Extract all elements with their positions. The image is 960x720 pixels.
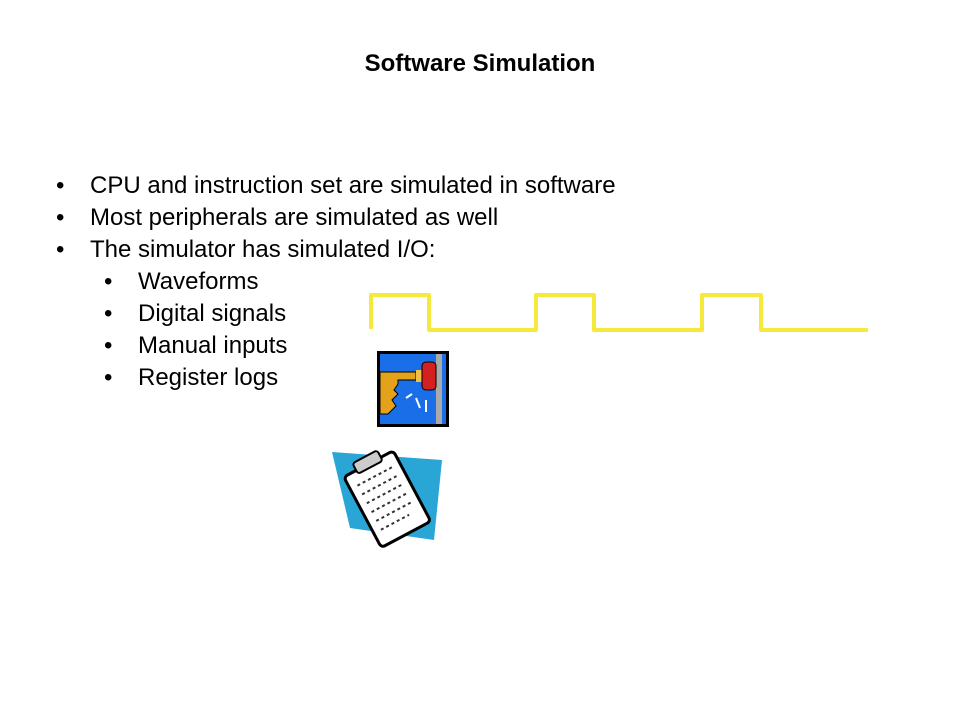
bullet-dot: • xyxy=(104,332,113,359)
bullet-text: Most peripherals are simulated as well xyxy=(90,204,499,231)
bullet-dot: • xyxy=(104,268,113,295)
manual-input-button-icon xyxy=(377,351,449,427)
bullet-dot: • xyxy=(56,172,65,199)
bullet-text: The simulator has simulated I/O: xyxy=(90,236,436,263)
bullet-text: Digital signals xyxy=(138,300,287,327)
bullet-dot: • xyxy=(56,236,65,263)
bullet-text: Waveforms xyxy=(138,268,259,295)
bullet-text: CPU and instruction set are simulated in… xyxy=(90,172,616,199)
waveform-line xyxy=(369,293,868,332)
clipboard-log-icon xyxy=(332,450,442,548)
bullet-dot: • xyxy=(56,204,65,231)
bullet-text: Manual inputs xyxy=(138,332,288,359)
bullet-dot: • xyxy=(104,300,113,327)
slide-title: Software Simulation xyxy=(364,50,596,77)
bullet-dot: • xyxy=(104,364,113,391)
bullet-text: Register logs xyxy=(138,364,279,391)
